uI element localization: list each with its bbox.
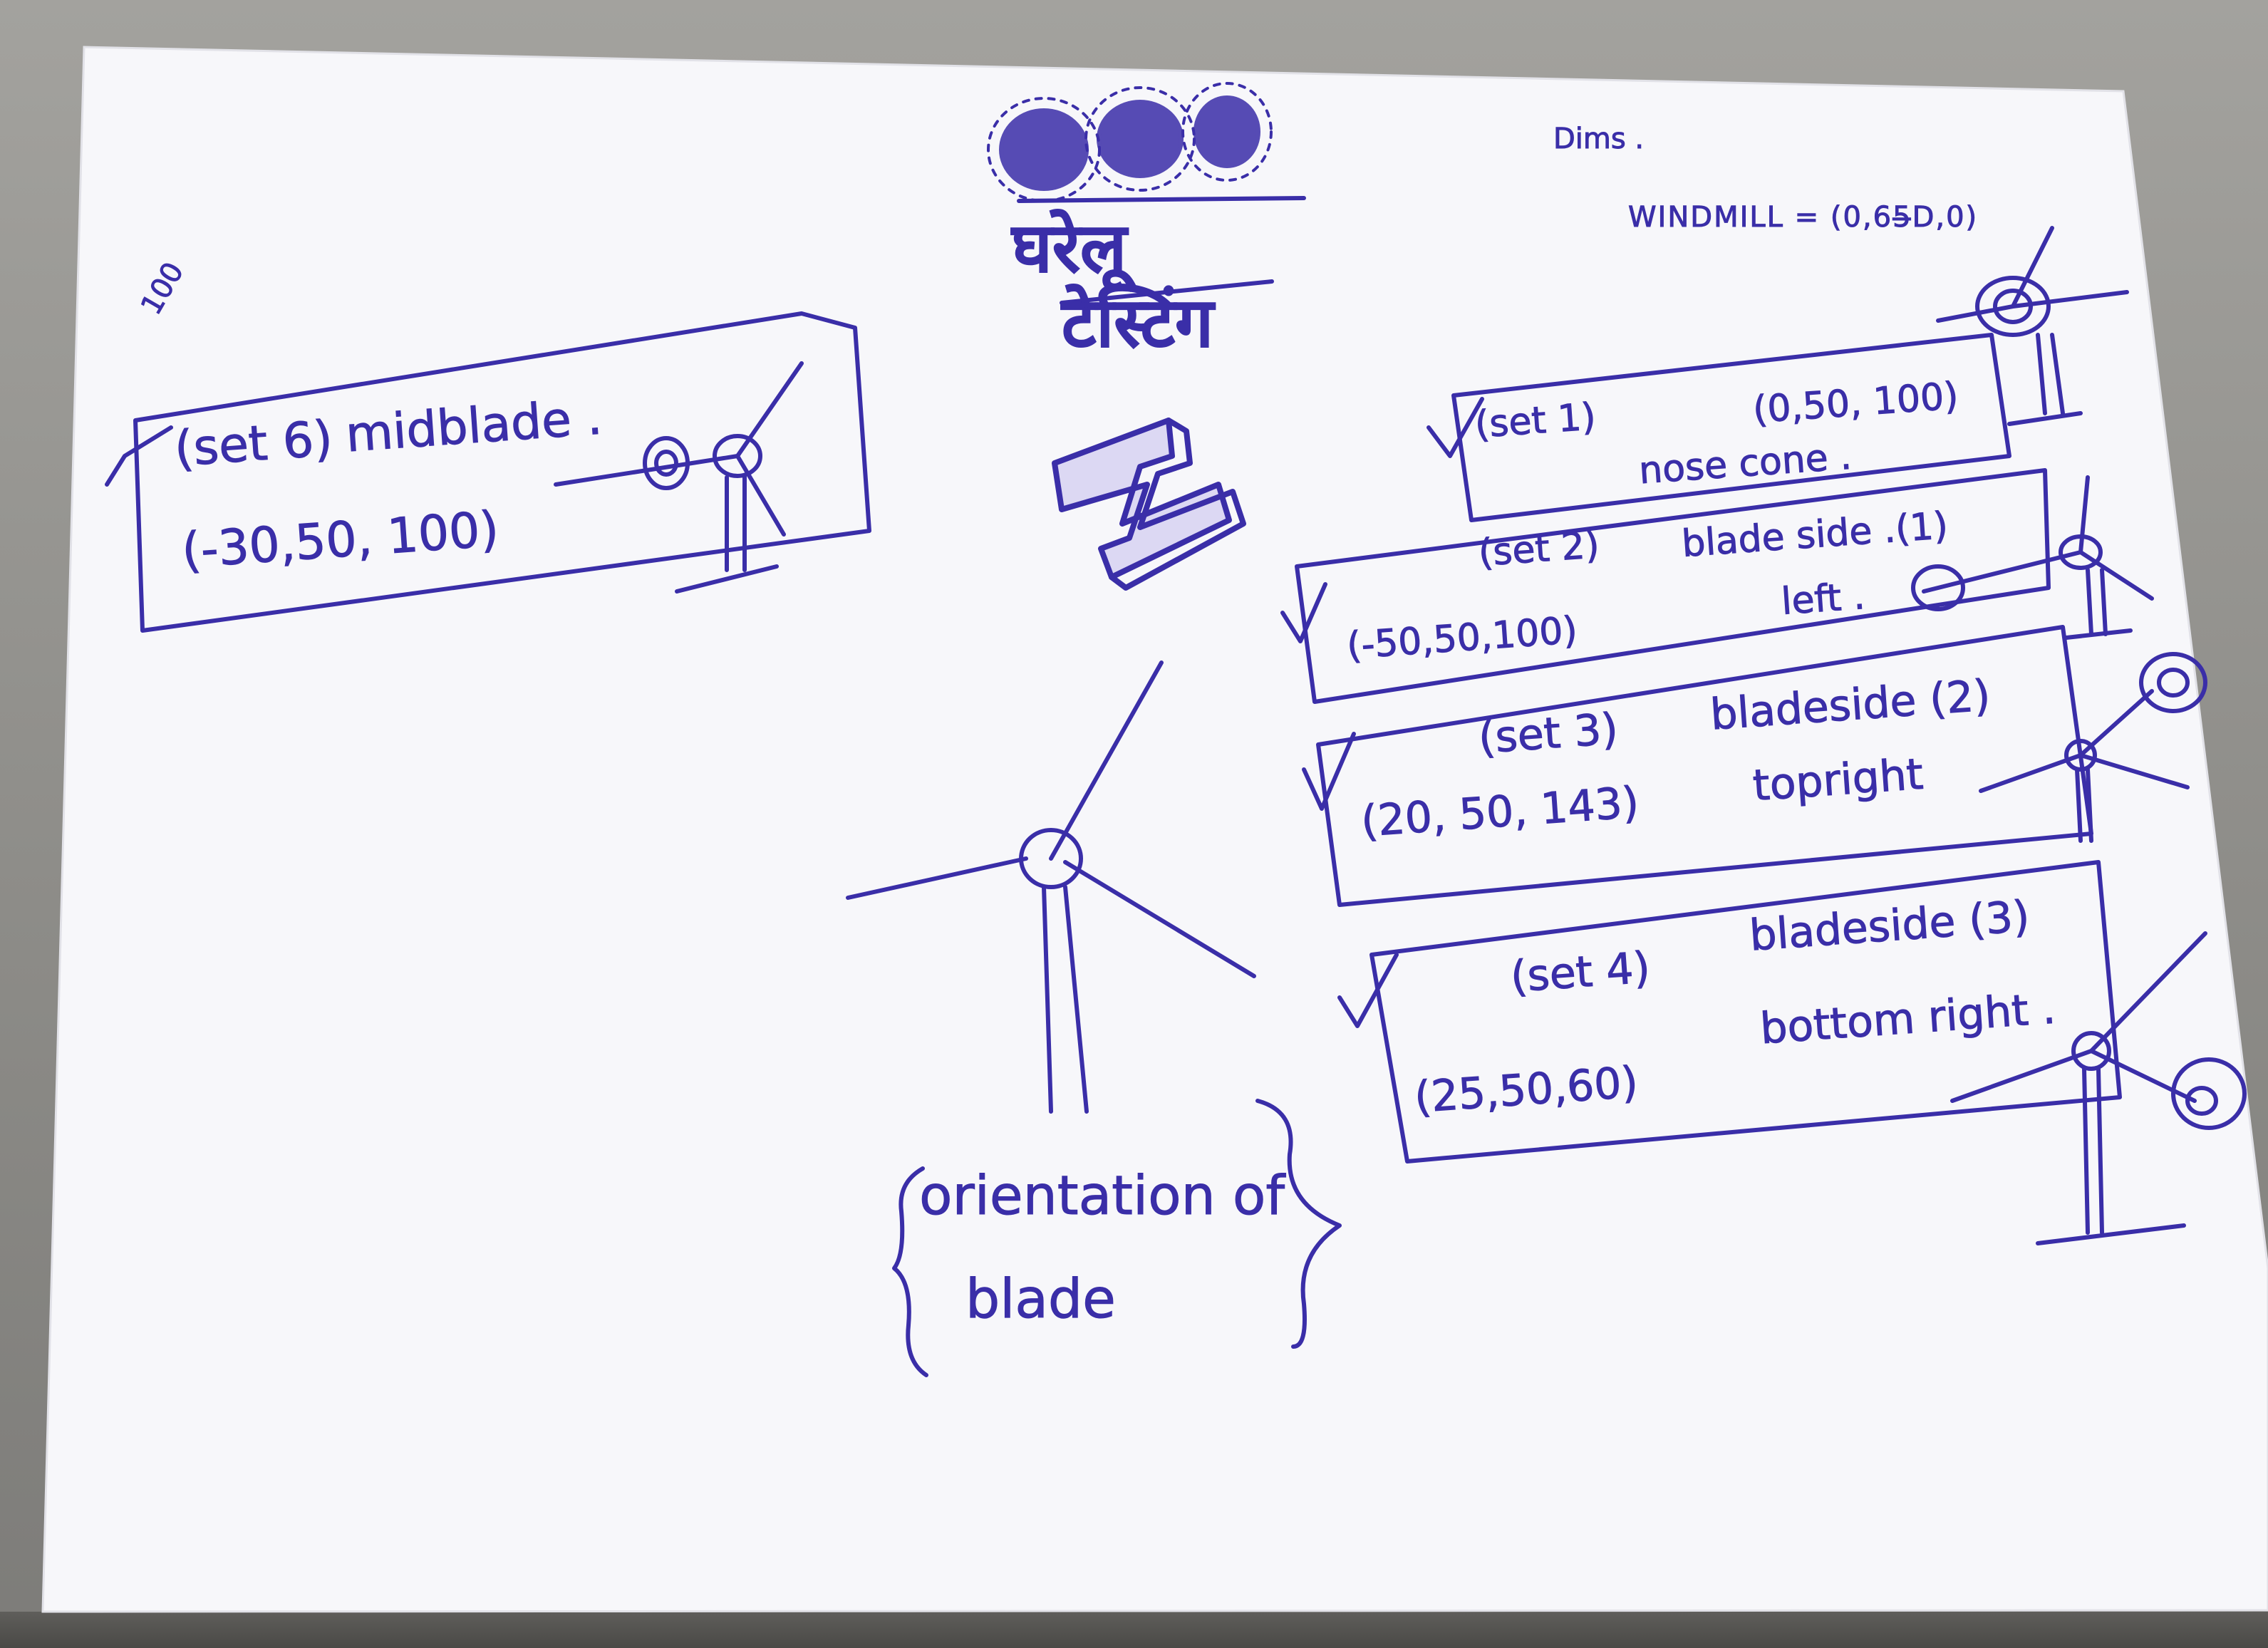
windmill-sketch-icon <box>1979 652 2207 843</box>
set2-tag: (set 2) <box>1477 524 1601 576</box>
set2-desc2: left . <box>1780 574 1867 624</box>
windmill-sketch-icon <box>846 660 1256 1114</box>
set6-tag: (set 6) <box>172 410 335 478</box>
windmill-sketch-icon <box>1950 931 2247 1245</box>
set2-box <box>1280 468 2051 704</box>
set1-tag: (set 1) <box>1474 395 1598 447</box>
set6-box <box>105 311 871 633</box>
set3-tag: (set 3) <box>1476 704 1620 764</box>
set4-tag: (set 4) <box>1508 943 1652 1002</box>
desk-edge <box>0 1612 2268 1648</box>
set1-box <box>1451 333 2011 522</box>
right-brace <box>1255 1099 1342 1349</box>
dims-heading: Dims . <box>1553 123 1645 155</box>
scribble-cloud-icon <box>987 82 1306 305</box>
set1-check <box>1426 397 1484 458</box>
set4-box <box>1337 860 2122 1164</box>
windmill-sketch-icon <box>1936 226 2129 426</box>
orientation-line1: orientation of <box>918 1164 1285 1227</box>
windmill-sketch-icon <box>554 361 804 594</box>
windmill-coords: WINDMILL = (0,65̶D,0) <box>1627 201 1979 234</box>
left-brace <box>892 1166 928 1377</box>
set3-desc2: topright <box>1751 749 1925 812</box>
hindi-title-line2: टेस्टिंग <box>1061 283 1214 363</box>
windmill-sketch-icon <box>1911 475 2154 640</box>
paper-sheet <box>41 46 2268 1613</box>
block-letter-logo-icon <box>1052 418 1246 591</box>
hindi-title-line1: घरेलू <box>1011 208 1127 288</box>
orientation-line2: blade <box>965 1267 1117 1330</box>
